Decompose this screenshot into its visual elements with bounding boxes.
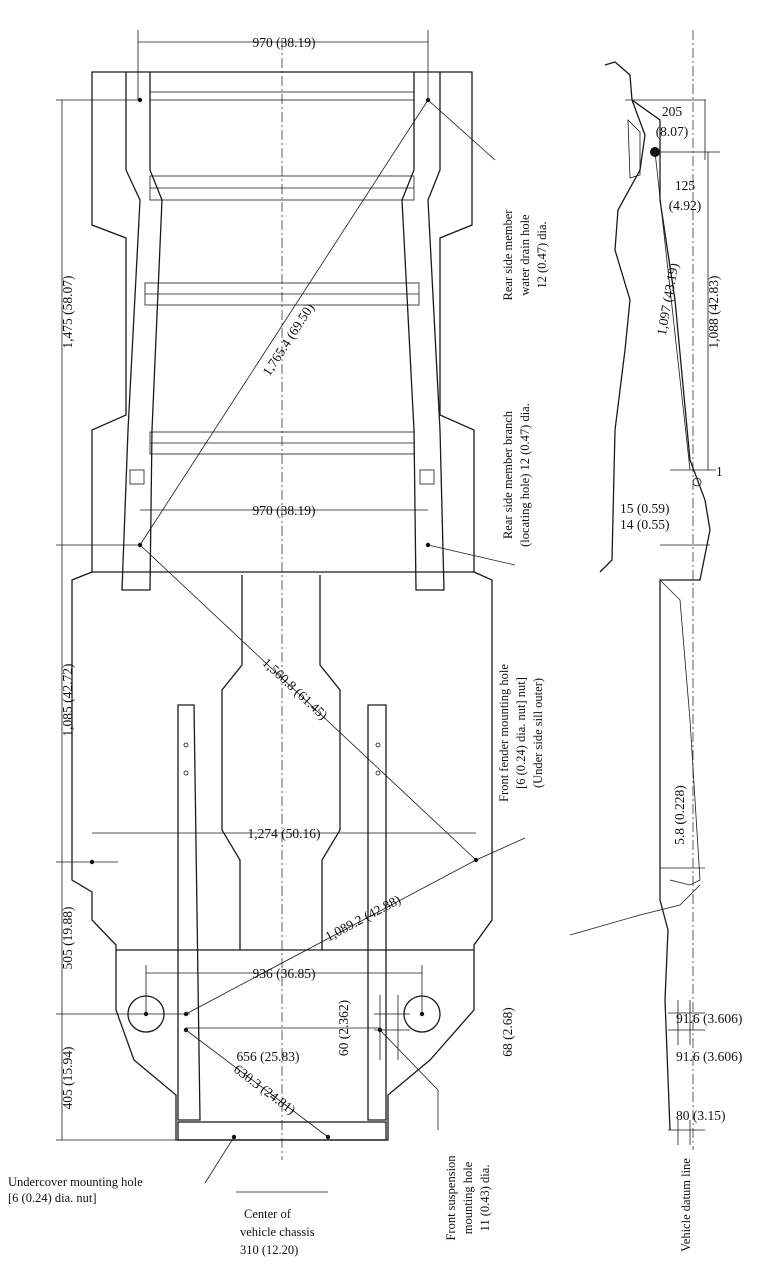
dim-side-205-in: (8.07) [656,124,689,139]
front-side-member-right [367,704,387,1121]
dim-side-125-in: (4.92) [669,198,702,213]
dim-top-width: 970 (38.19) [253,35,316,50]
dim-front-405: 405 (15.94) [60,1047,75,1110]
front-side-member-left [177,704,201,1121]
side-view [569,30,720,1150]
svg-text:Center of: Center of [244,1207,292,1221]
rear-floor-outline [91,71,475,573]
svg-text:[6 (0.24) dia. nut] nut]: [6 (0.24) dia. nut] nut] [514,677,528,789]
dim-rear-length: 1,475 (58.07) [60,275,75,348]
dim-rear-diagonal: 1,765.4 (69.50) [259,301,317,379]
svg-text:Front fender mounting hole: Front fender mounting hole [497,664,511,802]
dim-front-width: 936 (36.85) [253,966,316,981]
svg-text:12 (0.47) dia.: 12 (0.47) dia. [535,221,549,288]
svg-text:(locating hole) 12 (0.47) dia.: (locating hole) 12 (0.47) dia. [518,403,532,547]
label-chassis-center: Center of vehicle chassis 310 (12.20) [240,1207,315,1257]
svg-text:(Under side sill outer): (Under side sill outer) [531,678,545,788]
dim-front-diagonal: 1,089.2 (42.88) [323,892,404,944]
label-undercover-hole: Undercover mounting hole [6 (0.24) dia. … [8,1175,143,1205]
rear-side-member-right [401,72,445,591]
rear-side-member-left [121,72,163,591]
dim-side-80: 80 (3.15) [676,1108,726,1123]
svg-text:Front suspension: Front suspension [444,1155,458,1241]
dim-side-205: 205 [662,104,683,119]
svg-text:11 (0.43) dia.: 11 (0.43) dia. [478,1165,492,1232]
dim-side-58: 5.8 (0.228) [672,785,687,845]
plan-dimension-lines [56,30,526,1193]
svg-text:vehicle chassis: vehicle chassis [240,1225,315,1239]
label-fender-hole: Front fender mounting hole [6 (0.24) dia… [497,664,545,802]
dim-short-diagonal: 630.3 (24.81) [231,1061,298,1117]
dim-side-916b: 91.6 (3.606) [676,1049,742,1064]
center-floor-outline [71,571,493,951]
dim-sill-width: 1,274 (50.16) [247,826,320,841]
side-body-outline [599,61,711,1131]
label-drain-hole: Rear side member water drain hole 12 (0.… [501,209,549,301]
svg-text:Undercover mounting hole: Undercover mounting hole [8,1175,143,1189]
svg-text:mounting hole: mounting hole [461,1161,475,1234]
dim-offset-60: 60 (2.362) [336,1000,351,1056]
svg-text:Rear side member: Rear side member [501,209,515,301]
svg-text:Rear side member branch: Rear side member branch [501,410,515,539]
svg-text:[6 (0.24) dia. nut]: [6 (0.24) dia. nut] [8,1191,97,1205]
floor-tunnel [221,575,341,950]
dim-front-505: 505 (19.88) [60,907,75,970]
dim-center-length: 1,085 (42.72) [60,663,75,736]
label-branch-hole: Rear side member branch (locating hole) … [501,403,532,547]
dim-side-1: 1 [716,464,723,479]
dim-offset-68: 68 (2.68) [500,1007,515,1057]
dim-inner-width: 656 (25.83) [237,1049,300,1064]
dim-side-916a: 91.6 (3.606) [676,1011,742,1026]
label-suspension-hole: Front suspension mounting hole 11 (0.43)… [444,1155,492,1241]
dim-side-1088: 1,088 (42.83) [706,275,721,348]
label-datum-line: Vehicle datum line [679,1158,693,1252]
dim-side-15: 15 (0.59) [620,501,670,516]
svg-text:water drain hole: water drain hole [518,214,532,296]
svg-text:310 (12.20): 310 (12.20) [240,1243,298,1257]
dim-mid-width: 970 (38.19) [253,503,316,518]
dim-side-14: 14 (0.55) [620,517,670,532]
dim-side-125: 125 [675,178,696,193]
